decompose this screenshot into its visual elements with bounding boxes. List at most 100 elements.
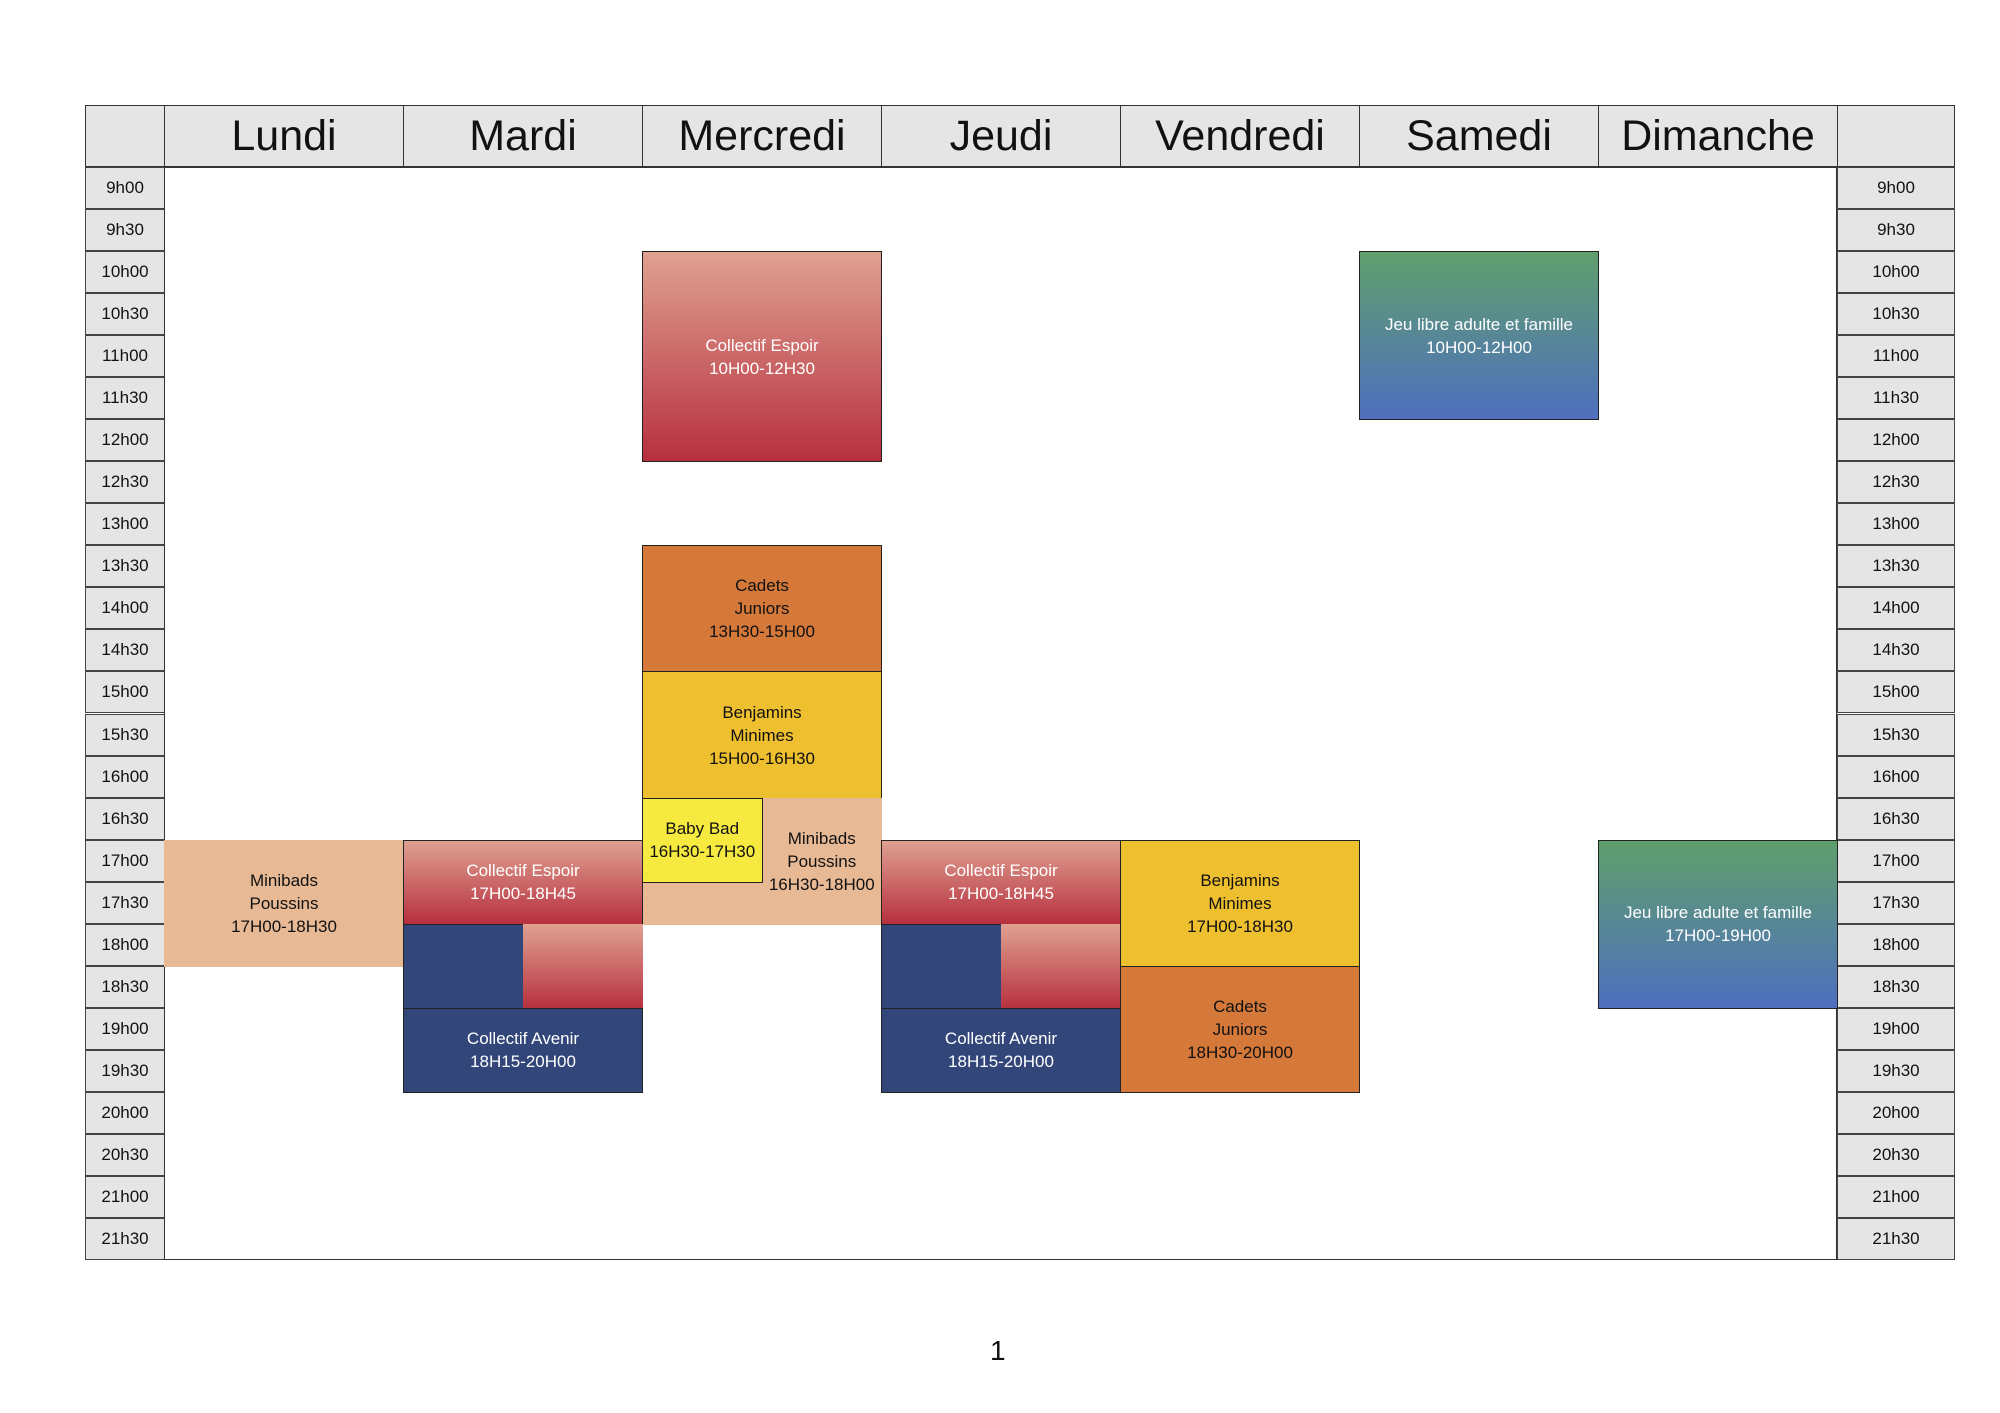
event-title: Minibads xyxy=(787,828,856,848)
time-label: 11h30 xyxy=(85,377,165,420)
event-title: Collectif Avenir xyxy=(944,1029,1058,1049)
event-block-fill xyxy=(403,923,524,1009)
time-label: 13h00 xyxy=(85,503,165,546)
event-block: Collectif Espoir 10H00-12H30 xyxy=(642,251,882,463)
time-label: 14h00 xyxy=(85,587,165,630)
event-title: Juniors xyxy=(1212,1019,1268,1039)
time-label: 20h30 xyxy=(1837,1133,1955,1176)
event-time: 18H15-20H00 xyxy=(948,1052,1054,1072)
event-title: Collectif Espoir xyxy=(944,861,1058,881)
time-label: 9h30 xyxy=(1837,209,1955,252)
event-title: Juniors xyxy=(734,599,790,619)
time-label: 18h00 xyxy=(1837,923,1955,966)
time-label: 15h00 xyxy=(85,671,165,714)
event-time: 17H00-18H45 xyxy=(470,884,576,904)
time-label: 17h00 xyxy=(85,839,165,882)
event-block-fill xyxy=(1000,923,1121,1009)
time-label: 18h30 xyxy=(85,965,165,1008)
time-label: 10h00 xyxy=(1837,251,1955,294)
event-title: Collectif Espoir xyxy=(466,861,580,881)
event-block: Collectif Espoir 17H00-18H45 xyxy=(403,839,643,925)
time-label: 19h00 xyxy=(1837,1007,1955,1050)
time-label: 16h30 xyxy=(85,797,165,840)
time-label: 15h00 xyxy=(1837,671,1955,714)
time-label: 10h30 xyxy=(1837,293,1955,336)
event-title: Benjamins xyxy=(722,702,802,722)
event-title: Jeu libre adulte et famille xyxy=(1623,903,1813,923)
time-label: 14h30 xyxy=(85,629,165,672)
event-block: Collectif Espoir 17H00-18H45 xyxy=(881,839,1121,925)
event-time: 10H00-12H00 xyxy=(1426,337,1532,357)
event-time: 17H00-18H45 xyxy=(948,884,1054,904)
day-header-samedi: Samedi xyxy=(1359,105,1599,167)
event-title: Minimes xyxy=(1208,893,1272,913)
time-label: 15h30 xyxy=(1837,713,1955,756)
time-label: 9h00 xyxy=(1837,167,1955,209)
event-block: Collectif Avenir 18H15-20H00 xyxy=(403,1007,643,1093)
event-block: Baby Bad 16H30-17H30 xyxy=(642,797,763,883)
time-label: 16h00 xyxy=(1837,755,1955,798)
event-time: 16H30-18H00 xyxy=(768,874,875,894)
day-header-dimanche: Dimanche xyxy=(1598,105,1838,167)
event-time: 15H00-16H30 xyxy=(709,748,815,768)
event-title: Minimes xyxy=(730,725,794,745)
event-time: 18H30-20H00 xyxy=(1187,1042,1293,1062)
time-label: 20h30 xyxy=(85,1133,165,1176)
time-label: 14h30 xyxy=(1837,629,1955,672)
day-header-jeudi: Jeudi xyxy=(881,105,1121,167)
time-label: 10h00 xyxy=(85,251,165,294)
time-label: 21h00 xyxy=(1837,1175,1955,1218)
event-title: Benjamins xyxy=(1200,870,1280,890)
time-label: 20h00 xyxy=(1837,1091,1955,1134)
event-title: Cadets xyxy=(735,576,789,596)
event-title: Collectif Espoir xyxy=(705,335,819,355)
event-time: 16H30-17H30 xyxy=(649,842,756,862)
event-time: 17H00-18H30 xyxy=(231,916,337,936)
event-block-fill xyxy=(522,923,643,1009)
event-title: Minibads xyxy=(249,870,319,890)
event-title: Poussins xyxy=(249,893,319,913)
event-title: Collectif Avenir xyxy=(466,1029,580,1049)
time-label: 12h30 xyxy=(1837,461,1955,504)
day-header-mardi: Mardi xyxy=(403,105,643,167)
event-title: Jeu libre adulte et famille xyxy=(1384,314,1574,334)
day-header-mercredi: Mercredi xyxy=(642,105,882,167)
event-block: Jeu libre adulte et famille 10H00-12H00 xyxy=(1359,251,1599,421)
event-title: Baby Bad xyxy=(665,819,740,839)
time-label: 10h30 xyxy=(85,293,165,336)
event-time: 17H00-18H30 xyxy=(1187,916,1293,936)
event-block-fill xyxy=(881,923,1002,1009)
event-title: Cadets xyxy=(1213,996,1267,1016)
time-label: 13h00 xyxy=(1837,503,1955,546)
time-label: 11h00 xyxy=(85,335,165,378)
time-label: 17h00 xyxy=(1837,839,1955,882)
time-label: 11h30 xyxy=(1837,377,1955,420)
time-label: 13h30 xyxy=(1837,545,1955,588)
event-time: 10H00-12H30 xyxy=(709,358,815,378)
time-label: 14h00 xyxy=(1837,587,1955,630)
event-time: 13H30-15H00 xyxy=(709,622,815,642)
time-label: 21h30 xyxy=(1837,1218,1955,1260)
time-label: 16h30 xyxy=(1837,797,1955,840)
time-label: 11h00 xyxy=(1837,335,1955,378)
time-label: 19h00 xyxy=(85,1007,165,1050)
time-label: 19h30 xyxy=(1837,1049,1955,1092)
time-label: 12h00 xyxy=(1837,419,1955,462)
header-corner-left xyxy=(85,105,165,167)
day-header-lundi: Lundi xyxy=(164,105,404,167)
time-label: 9h30 xyxy=(85,209,165,252)
time-label: 16h00 xyxy=(85,755,165,798)
time-label: 20h00 xyxy=(85,1091,165,1134)
time-label: 18h30 xyxy=(1837,965,1955,1008)
event-time: 18H15-20H00 xyxy=(470,1052,576,1072)
time-label: 21h00 xyxy=(85,1175,165,1218)
time-label: 12h00 xyxy=(85,419,165,462)
time-label: 19h30 xyxy=(85,1049,165,1092)
time-label: 9h00 xyxy=(85,167,165,209)
